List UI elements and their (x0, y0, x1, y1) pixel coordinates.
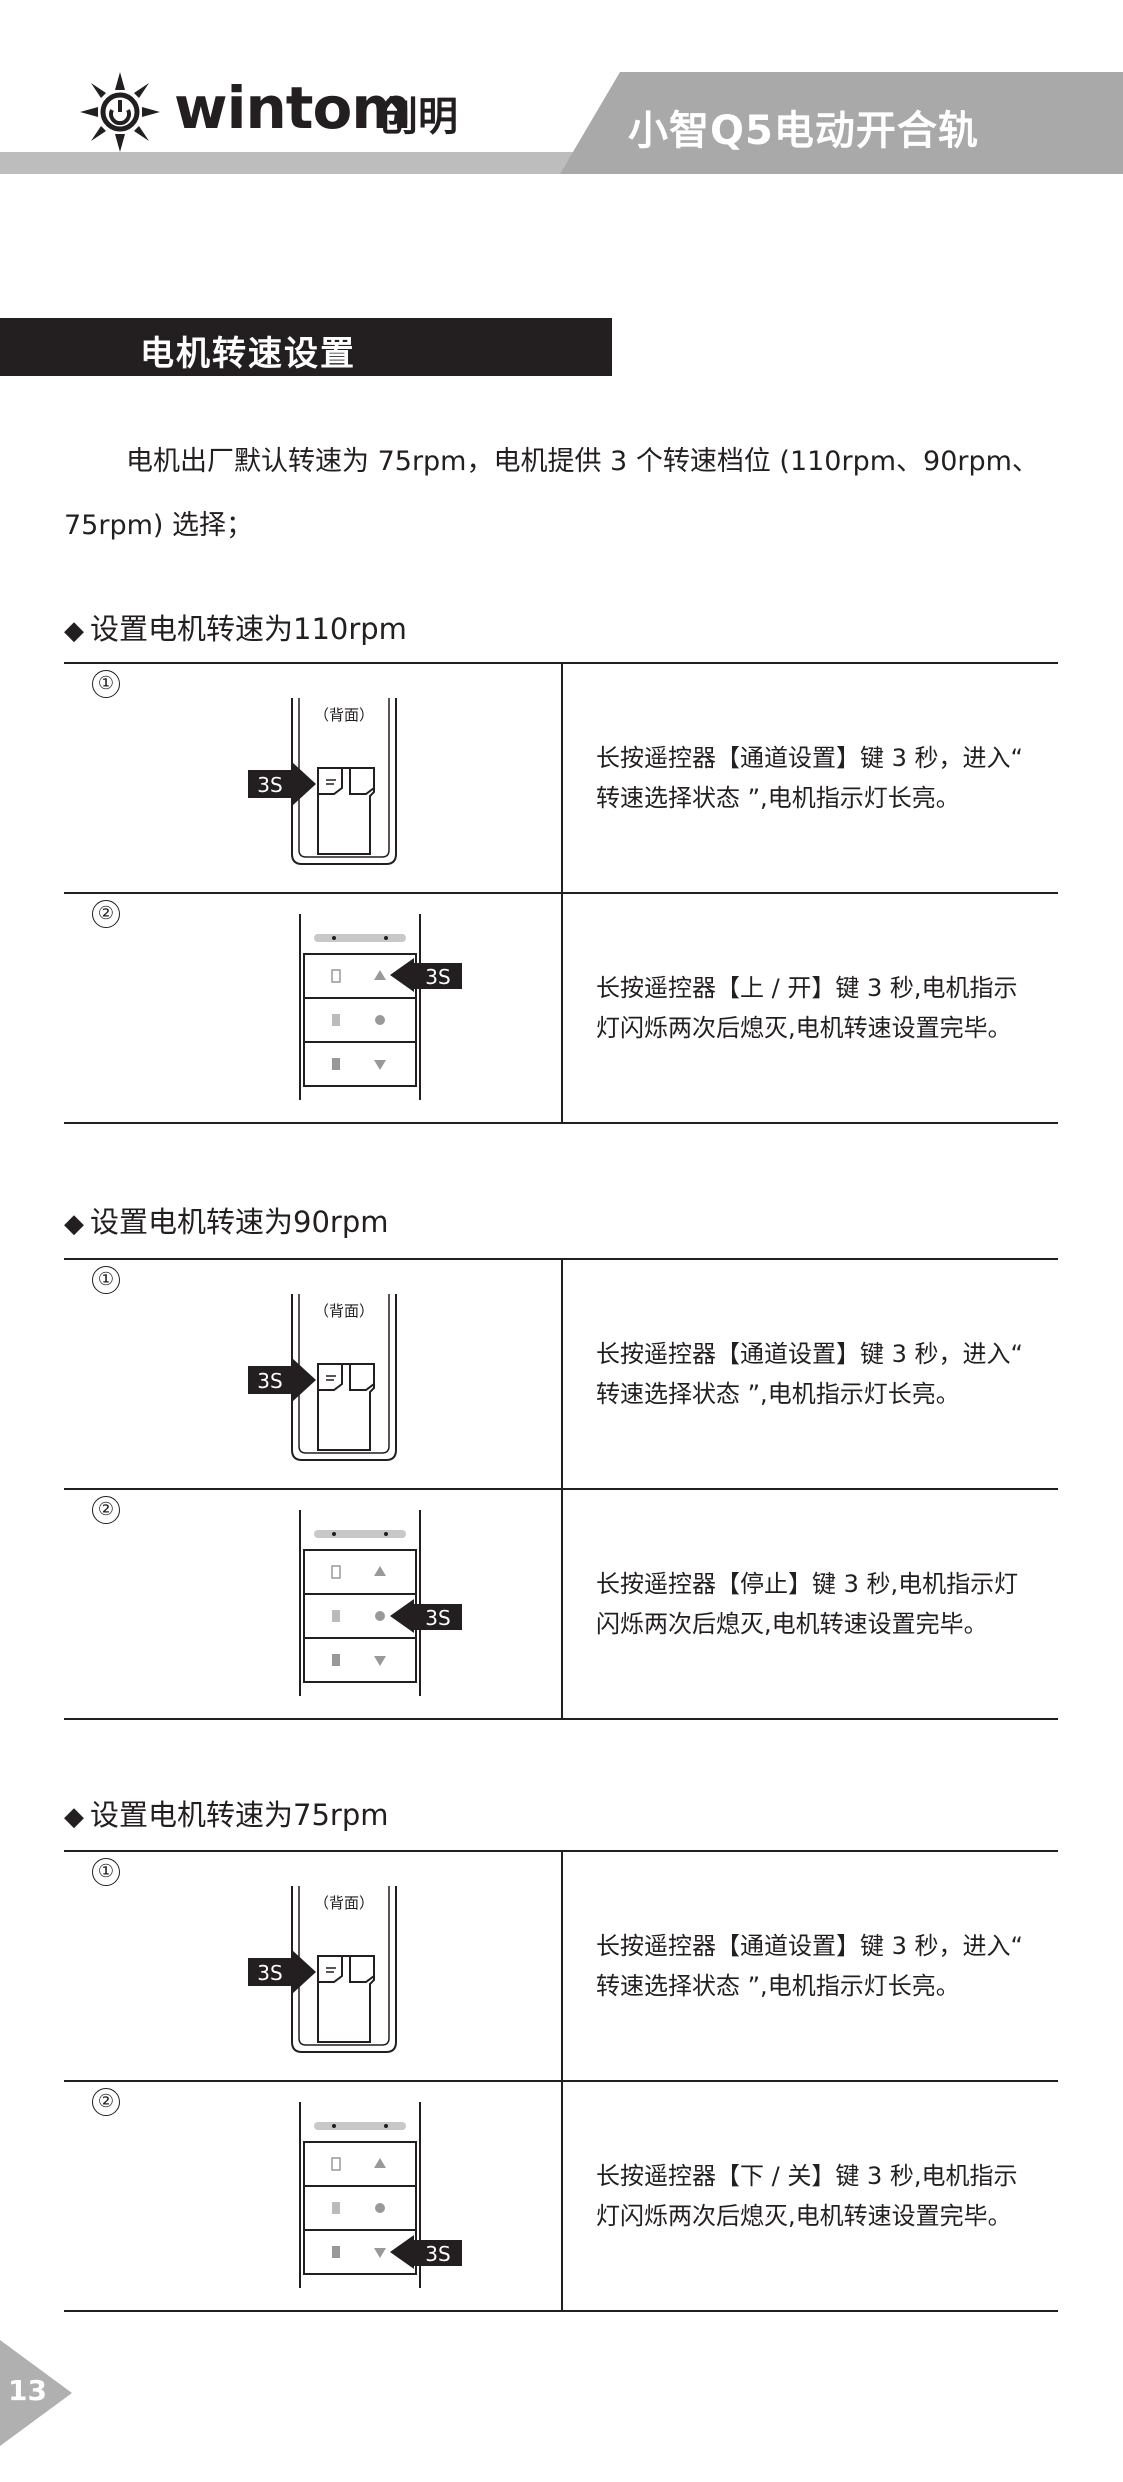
table-row: ① （背面） 3S 长按遥控器【通道设置】键 3 秒，进入“ 转速选择状态 ”,… (64, 1852, 1058, 2082)
remote-front-figure: 3S (299, 914, 462, 1100)
step-number: ② (92, 900, 120, 928)
section-title-bar (0, 318, 612, 376)
step-description: 长按遥控器【通道设置】键 3 秒，进入“ 转速选择状态 ”,电机指示灯长亮。 (596, 1932, 1023, 2000)
intro-text: 电机出厂默认转速为 75rpm，电机提供 3 个转速档位 (110rpm、90r… (64, 446, 1039, 541)
group-title: 设置电机转速为90rpm (90, 1205, 389, 1239)
remote-back-figure: （背面） 3S (248, 1886, 397, 2053)
steps-table: ① （背面） 3S 长按遥控器【通道设置】键 3 秒，进入“ 转速选择状态 ”,… (64, 662, 1058, 1124)
hold-label: 3S (257, 1961, 282, 1985)
brand-cn: 创明 (378, 94, 458, 140)
back-label: （背面） (314, 1302, 374, 1320)
hold-label: 3S (425, 1606, 450, 1630)
step-description: 长按遥控器【通道设置】键 3 秒，进入“ 转速选择状态 ”,电机指示灯长亮。 (596, 1340, 1023, 1408)
step-number: ② (92, 1496, 120, 1524)
header-title-panel (560, 72, 1123, 174)
steps-table: ① （背面） 3S 长按遥控器【通道设置】键 3 秒，进入“ 转速选择状态 ”,… (64, 1850, 1058, 2312)
hold-label: 3S (425, 965, 450, 989)
section-title: 电机转速设置 (140, 334, 356, 374)
group-title: 设置电机转速为110rpm (90, 612, 407, 646)
step-number: ① (92, 1266, 120, 1294)
group-heading: ◆设置电机转速为110rpm (64, 606, 407, 648)
back-label: （背面） (314, 706, 374, 724)
group-heading: ◆设置电机转速为90rpm (64, 1199, 388, 1241)
diamond-bullet-icon: ◆ (64, 1209, 84, 1239)
table-row: ② 3S 长按遥控器【下 / 关】键 3 秒,电机指示灯闪烁两次后熄灭,电机转速… (64, 2082, 1058, 2312)
back-label: （背面） (314, 1894, 374, 1912)
group-heading: ◆设置电机转速为75rpm (64, 1792, 388, 1834)
step-number: ② (92, 2088, 120, 2116)
remote-back-figure: （背面） 3S (248, 1294, 397, 1461)
hold-label: 3S (257, 773, 282, 797)
step-description: 长按遥控器【下 / 关】键 3 秒,电机指示灯闪烁两次后熄灭,电机转速设置完毕。 (596, 2162, 1018, 2230)
hold-label: 3S (257, 1369, 282, 1393)
table-row: ① （背面） 3S 长按遥控器【通道设置】键 3 秒，进入“ 转速选择状态 ”,… (64, 1260, 1058, 1490)
step-number: ① (92, 1858, 120, 1886)
remote-back-figure: （背面） 3S (248, 698, 397, 865)
step-description: 长按遥控器【通道设置】键 3 秒，进入“ 转速选择状态 ”,电机指示灯长亮。 (596, 744, 1023, 812)
step-description: 长按遥控器【停止】键 3 秒,电机指示灯闪烁两次后熄灭,电机转速设置完毕。 (596, 1570, 1019, 1638)
diamond-bullet-icon: ◆ (64, 616, 84, 646)
hold-label: 3S (425, 2242, 450, 2266)
step-number: ① (92, 670, 120, 698)
remote-front-figure: 3S (299, 1510, 462, 1696)
group-title: 设置电机转速为75rpm (90, 1798, 389, 1832)
table-row: ② 3S 长按遥控器【停止】键 3 秒,电机指示灯闪烁两次后熄灭,电机转速设置完… (64, 1490, 1058, 1720)
table-row: ② 3S 长按遥控器【上 / 开】键 3 秒,电机指示灯闪烁两次后熄灭,电机转速… (64, 894, 1058, 1124)
remote-front-figure: 3S (299, 2102, 462, 2288)
brand-logo: wintom 创明 (78, 70, 478, 154)
step-description: 长按遥控器【上 / 开】键 3 秒,电机指示灯闪烁两次后熄灭,电机转速设置完毕。 (596, 974, 1018, 1042)
intro-paragraph: 电机出厂默认转速为 75rpm，电机提供 3 个转速档位 (110rpm、90r… (64, 430, 1054, 558)
table-row: ① （背面） 3S 长按遥控器【通道设置】键 3 秒，进入“ 转速选择状态 ”,… (64, 664, 1058, 894)
product-title: 小智Q5电动开合轨 (628, 108, 979, 154)
page-number: 13 (8, 2374, 47, 2407)
diamond-bullet-icon: ◆ (64, 1802, 84, 1832)
steps-table: ① （背面） 3S 长按遥控器【通道设置】键 3 秒，进入“ 转速选择状态 ”,… (64, 1258, 1058, 1720)
brand-word: wintom (174, 74, 412, 142)
sun-logo-icon (80, 72, 160, 152)
